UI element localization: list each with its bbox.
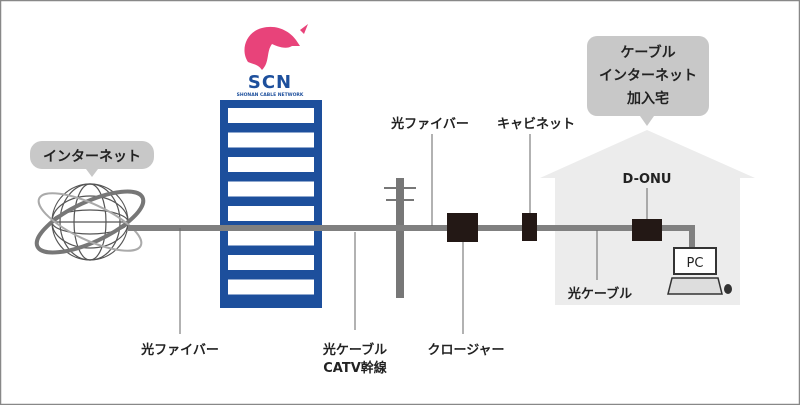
mouse-icon (724, 284, 732, 294)
scn-logo: SCN SHONAN CABLE NETWORK (237, 24, 308, 98)
cabinet-box (522, 213, 537, 241)
leader-lines (179, 134, 648, 334)
building-window (228, 279, 314, 295)
label-fiber-top: 光ファイバー (390, 116, 469, 132)
pc-icon: PC (667, 247, 732, 295)
home-bubble-line1: ケーブル (620, 44, 675, 61)
building-window (228, 181, 314, 197)
building-window (228, 230, 314, 246)
internet-label: インターネット (43, 149, 141, 165)
logo-text: SCN (248, 72, 292, 93)
scn-building (220, 100, 322, 308)
logo-subtitle: SHONAN CABLE NETWORK (237, 92, 304, 98)
pc-label: PC (687, 256, 704, 271)
label-house-cable: 光ケーブル (567, 286, 632, 302)
internet-bubble: インターネット (30, 141, 154, 177)
home-bubble-line2: インターネット (599, 68, 697, 84)
building-window (228, 108, 314, 123)
building-window (228, 157, 314, 172)
building-window (228, 132, 314, 148)
label-closure: クロージャー (427, 343, 504, 358)
building-window (228, 206, 314, 221)
label-trunk-2: CATV幹線 (323, 360, 388, 376)
home-bubble: ケーブル インターネット 加入宅 (587, 36, 709, 126)
globe-icon (34, 183, 146, 261)
cable (128, 225, 695, 250)
building-window (228, 255, 314, 270)
utility-pole (384, 178, 416, 298)
label-d-onu: D-ONU (623, 172, 672, 187)
closure-box (447, 213, 478, 242)
d-onu-box (632, 219, 662, 241)
label-trunk-1: 光ケーブル (322, 342, 387, 358)
home-bubble-line3: 加入宅 (626, 90, 669, 107)
label-fiber-left: 光ファイバー (140, 342, 219, 358)
label-cabinet: キャビネット (497, 116, 575, 132)
